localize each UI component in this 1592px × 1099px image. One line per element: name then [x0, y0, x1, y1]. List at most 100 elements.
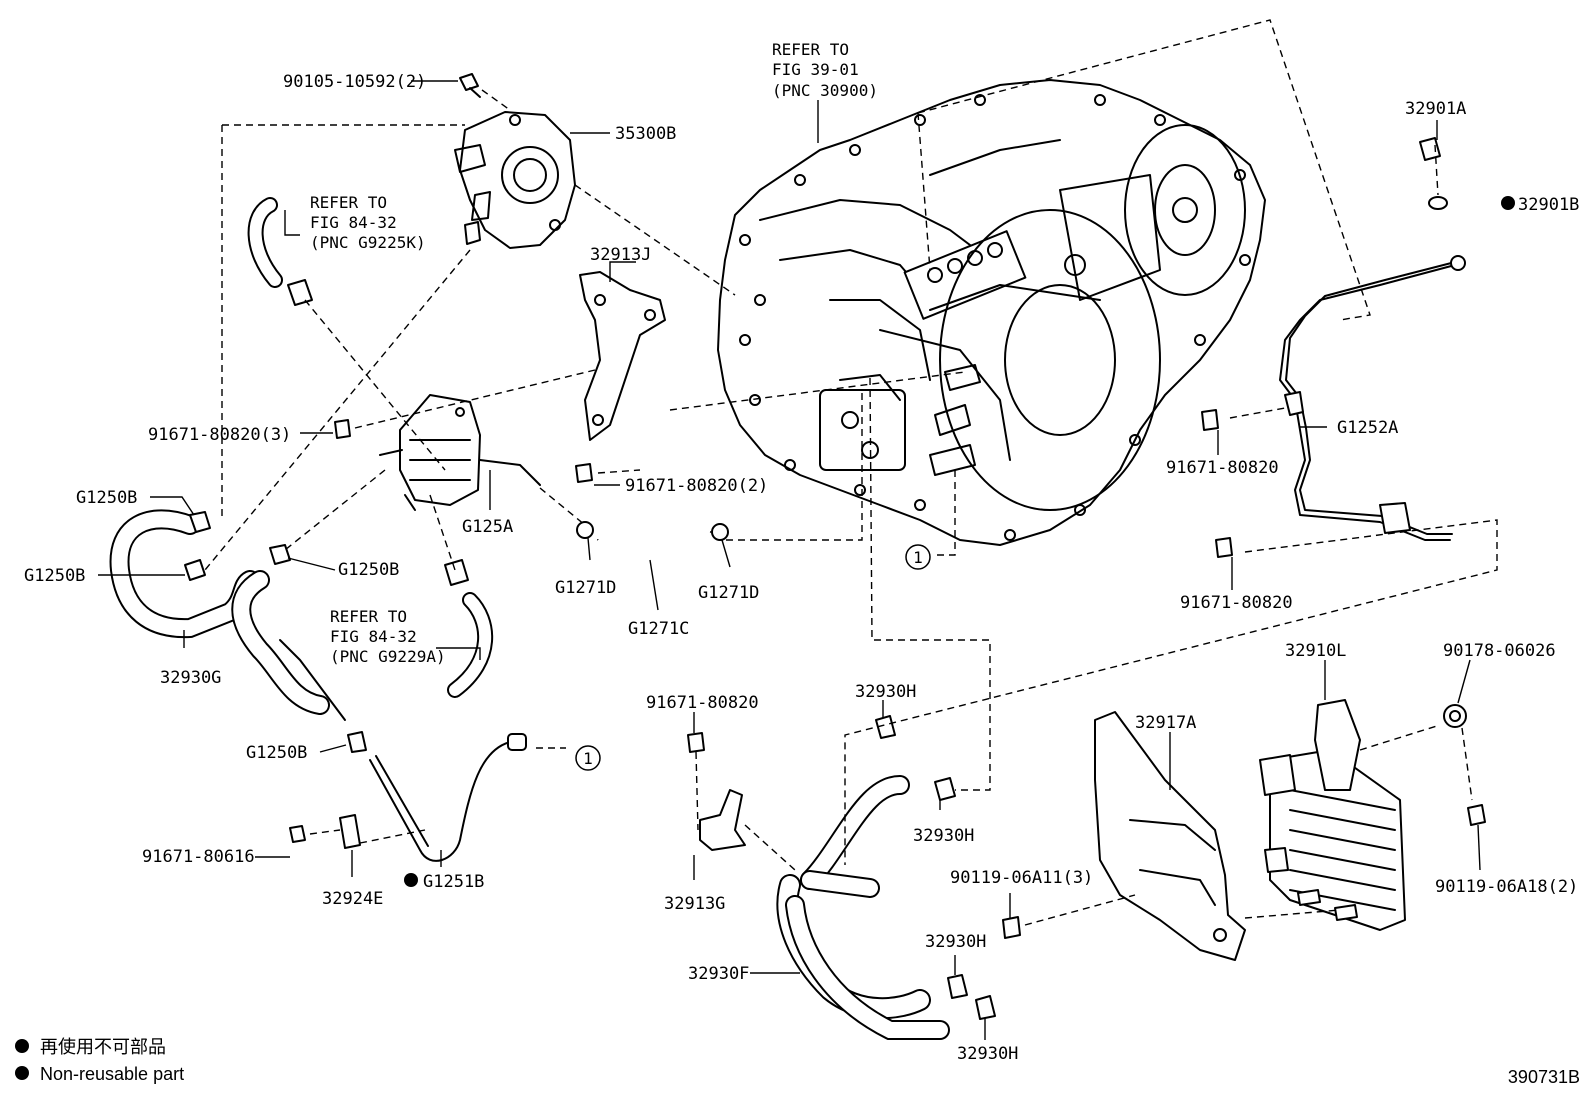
bolt-91671-80820-b: [1215, 537, 1233, 558]
tube-G1252A: [1279, 255, 1466, 541]
label-G1251B[interactable]: G1251B: [423, 872, 484, 892]
cover-G125A: [379, 394, 541, 511]
clip-32930H-a: [875, 715, 896, 739]
label-32930G[interactable]: 32930G: [160, 668, 221, 688]
hose-32930G: [109, 509, 346, 721]
label-G125A[interactable]: G125A: [462, 517, 513, 537]
label-90178[interactable]: 90178-06026: [1443, 641, 1556, 661]
leader-lines: [98, 80, 1481, 1040]
callout-1-b: 1: [575, 745, 601, 771]
label-G1250B-c[interactable]: G1250B: [338, 560, 399, 580]
clip-32930H-b: [934, 777, 956, 801]
legend-dot-jp: [15, 1039, 29, 1053]
label-91671-80820-a[interactable]: 91671-80820: [1166, 458, 1279, 478]
label-32901B[interactable]: 32901B: [1518, 195, 1579, 215]
cooler-32910L: [1259, 699, 1406, 931]
bolt-90119-06A11: [1002, 916, 1021, 939]
clip-G1250B-a: [189, 511, 211, 533]
bracket-32913J: [579, 271, 666, 441]
refer2-line2[interactable]: FIG 84-32: [330, 627, 417, 646]
clip-G1250B-b: [184, 559, 206, 581]
dowel-pin: [464, 221, 481, 245]
transmission-housing: [717, 79, 1266, 546]
clip-G1250B-d: [347, 731, 367, 753]
label-32913J[interactable]: 32913J: [590, 245, 651, 265]
label-91671-80820-c[interactable]: 91671-80820: [646, 693, 759, 713]
clip-G1250B-c: [269, 544, 291, 565]
label-32930H-a[interactable]: 32930H: [855, 682, 916, 702]
label-G1271C[interactable]: G1271C: [628, 619, 689, 639]
bolt-91671-80820-c: [687, 732, 705, 753]
refer1-line3[interactable]: (PNC G9225K): [310, 233, 426, 252]
refer2-line1: REFER TO: [330, 607, 407, 626]
label-32930H-c[interactable]: 32930H: [925, 932, 986, 952]
refer2-line3[interactable]: (PNC G9229A): [330, 647, 446, 666]
label-91671-80820-3[interactable]: 91671-80820(3): [148, 425, 291, 445]
label-91671-80820-2[interactable]: 91671-80820(2): [625, 476, 768, 496]
label-32913G[interactable]: 32913G: [664, 894, 725, 914]
label-G1271D-b[interactable]: G1271D: [698, 583, 759, 603]
callout-1-a: 1: [905, 544, 931, 570]
nut-90178: [1443, 704, 1467, 728]
bolt-91671-80820-3: [334, 419, 351, 439]
bolt-90105: [459, 73, 481, 98]
label-35300B[interactable]: 35300B: [615, 124, 676, 144]
clip-32930H-c: [947, 974, 968, 999]
clamp-G1271D-left: [576, 521, 594, 539]
non-reusable-dot-G1251B: [404, 873, 418, 887]
svg-text:1: 1: [913, 548, 923, 567]
label-32910L[interactable]: 32910L: [1285, 641, 1346, 661]
label-32930H-b[interactable]: 32930H: [913, 826, 974, 846]
legend: 再使用不可部品 Non-reusable part: [15, 1037, 184, 1084]
label-32930F[interactable]: 32930F: [688, 964, 749, 984]
label-G1252A[interactable]: G1252A: [1337, 418, 1398, 438]
bracket-32913G: [699, 789, 746, 851]
svg-text:1: 1: [583, 749, 593, 768]
refer-main-line1: REFER TO: [772, 40, 849, 59]
assembly-lines: [204, 89, 1498, 926]
refer1-line1: REFER TO: [310, 193, 387, 212]
label-90119-06A18[interactable]: 90119-06A18(2): [1435, 877, 1578, 897]
label-G1250B-d[interactable]: G1250B: [246, 743, 307, 763]
bolt-91671-80820-a: [1201, 409, 1219, 431]
label-G1250B-a[interactable]: G1250B: [76, 488, 137, 508]
label-32901A[interactable]: 32901A: [1405, 99, 1466, 119]
gasket-32901B: [1428, 196, 1448, 210]
legend-dot-en: [15, 1066, 29, 1080]
label-90119-06A11[interactable]: 90119-06A11(3): [950, 868, 1093, 888]
non-reusable-dot-32901B: [1501, 196, 1515, 210]
label-32924E[interactable]: 32924E: [322, 889, 383, 909]
clamp-32924E: [339, 814, 361, 849]
clamp-G1271D-right: [711, 523, 729, 541]
label-90105[interactable]: 90105-10592(2): [283, 72, 426, 92]
bolt-32901A: [1419, 137, 1441, 161]
bolt-91671-80616: [289, 825, 306, 843]
hose-G1271C: [593, 525, 711, 567]
hose-ref-upper: [247, 197, 313, 306]
diagram-id: 390731B: [1508, 1067, 1580, 1087]
hose-32930F: [776, 775, 950, 1040]
bolt-90119-06A18: [1467, 804, 1486, 826]
hose-ref-lower: [444, 559, 494, 698]
part-labels: 90105-10592(2) 35300B REFER TO FIG 84-32…: [24, 40, 1579, 1064]
label-91671-80616[interactable]: 91671-80616: [142, 847, 255, 867]
label-32917A[interactable]: 32917A: [1135, 713, 1196, 733]
hose-G1251B: [369, 733, 527, 862]
label-G1271D-a[interactable]: G1271D: [555, 578, 616, 598]
pump-assembly: [454, 111, 576, 249]
bolt-91671-80820-2: [575, 463, 593, 483]
legend-text-en: Non-reusable part: [40, 1064, 184, 1084]
label-32930H-d[interactable]: 32930H: [957, 1044, 1018, 1064]
legend-text-jp: 再使用不可部品: [40, 1037, 166, 1057]
transmission-reference-box: [917, 19, 1371, 321]
clip-32930H-d: [975, 995, 996, 1020]
refer-main-line3[interactable]: (PNC 30900): [772, 81, 878, 100]
label-91671-80820-b[interactable]: 91671-80820: [1180, 593, 1293, 613]
refer-main-line2[interactable]: FIG 39-01: [772, 60, 859, 79]
cover-32917A: [1094, 711, 1246, 961]
refer1-line2[interactable]: FIG 84-32: [310, 213, 397, 232]
transmission-box-left: [917, 112, 931, 271]
label-G1250B-b[interactable]: G1250B: [24, 566, 85, 586]
